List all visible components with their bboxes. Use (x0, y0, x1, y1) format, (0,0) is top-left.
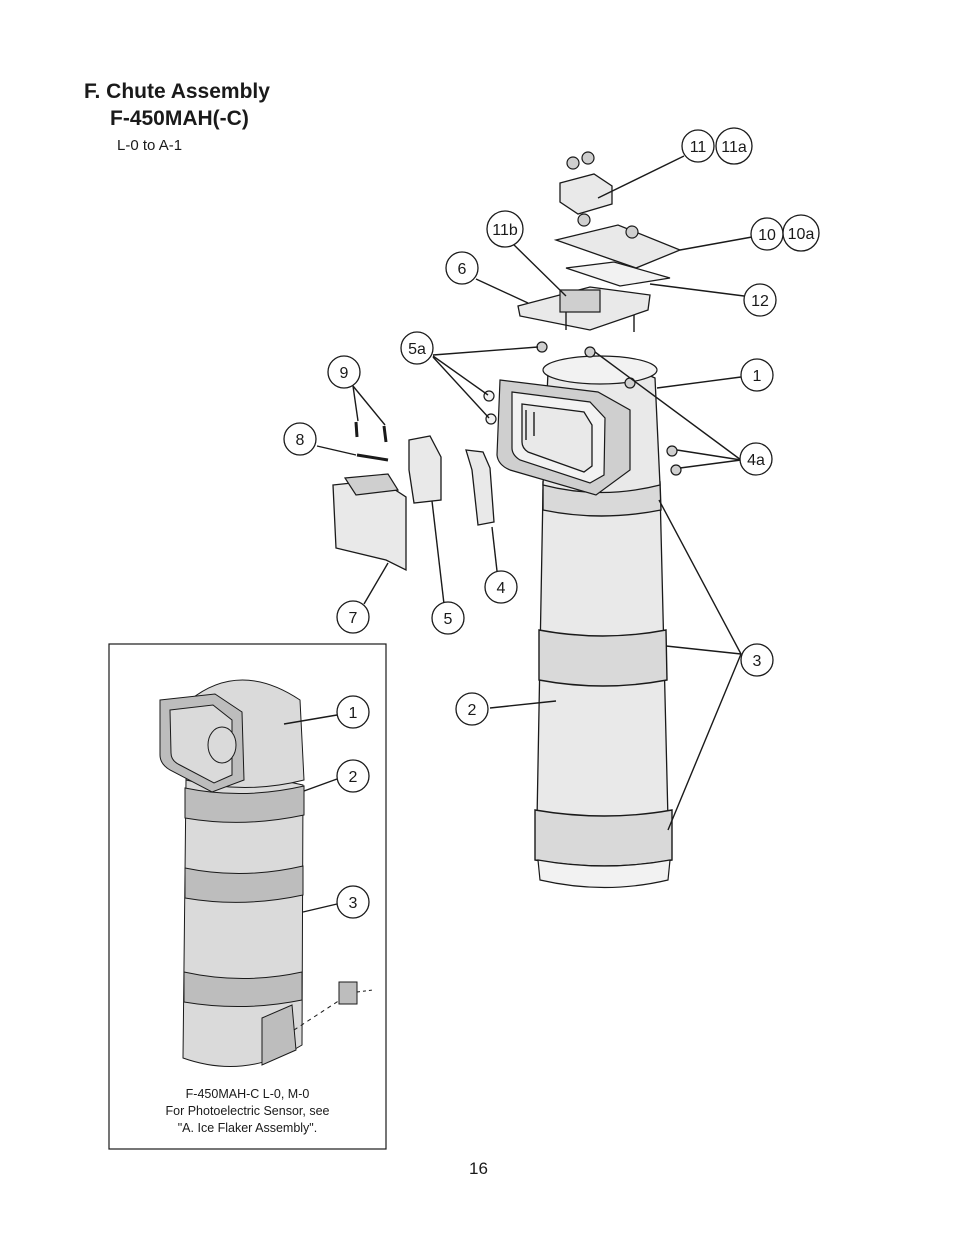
callout-1: 1 (740, 358, 774, 392)
callout-11-label: 11 (690, 139, 707, 156)
callout-11b-label: 11b (492, 222, 518, 239)
top-plate-assembly (517, 151, 682, 332)
callout-8: 8 (283, 422, 317, 456)
callout-11a-label: 11a (721, 139, 747, 156)
inset-callout-2: 2 (336, 759, 370, 793)
callout-7-label: 7 (349, 610, 358, 627)
callout-4a: 4a (739, 442, 773, 476)
inset-callout-2-label: 2 (349, 769, 358, 786)
callout-5a-label: 5a (408, 341, 426, 358)
callout-4a-label: 4a (747, 452, 765, 469)
inset-leader-lines (283, 714, 338, 913)
callout-2-label: 2 (468, 702, 477, 719)
callout-1-label: 1 (753, 368, 762, 385)
callout-2: 2 (455, 692, 489, 726)
page-number: 16 (469, 1159, 488, 1178)
callout-3: 3 (740, 643, 774, 677)
callout-10a-label: 10a (788, 226, 815, 243)
callout-9: 9 (327, 355, 361, 389)
inset-callout-1: 1 (336, 695, 370, 729)
inset-caption-line2: For Photoelectric Sensor, see (165, 1104, 330, 1118)
callout-5a: 5a (400, 331, 434, 365)
callout-4-label: 4 (497, 580, 506, 597)
callout-3-label: 3 (753, 653, 762, 670)
callout-12: 12 (743, 283, 777, 317)
inset-caption-line1: F-450MAH-C L-0, M-0 (185, 1087, 310, 1101)
callout-8-label: 8 (296, 432, 305, 449)
callout-10: 10 (750, 217, 784, 251)
chute-body (496, 346, 673, 889)
callout-10a: 10a (782, 214, 820, 252)
callout-5-label: 5 (444, 611, 453, 628)
callout-6-label: 6 (458, 261, 467, 278)
inset-caption: F-450MAH-C L-0, M-0 For Photoelectric Se… (110, 1086, 385, 1137)
callout-4: 4 (484, 570, 518, 604)
section-title: F. Chute Assembly (84, 80, 270, 103)
inset-frame (108, 643, 387, 1150)
callout-5: 5 (431, 601, 465, 635)
callout-7: 7 (336, 600, 370, 634)
inset-callout-3: 3 (336, 885, 370, 919)
callout-12-label: 12 (751, 293, 769, 310)
callout-6: 6 (445, 251, 479, 285)
callout-10-label: 10 (758, 227, 776, 244)
callout-11b: 11b (486, 210, 524, 248)
inset-callout-1-label: 1 (349, 705, 358, 722)
callout-11: 11 (681, 129, 715, 163)
inset-chute (159, 679, 374, 1067)
serial-range: L-0 to A-1 (117, 137, 183, 154)
leader-lines (316, 155, 753, 831)
inset-caption-line3: "A. Ice Flaker Assembly". (177, 1121, 318, 1135)
callout-11a: 11a (715, 127, 753, 165)
inset-callout-3-label: 3 (349, 895, 358, 912)
model-title: F-450MAH(-C) (110, 107, 249, 130)
callout-9-label: 9 (340, 365, 349, 382)
